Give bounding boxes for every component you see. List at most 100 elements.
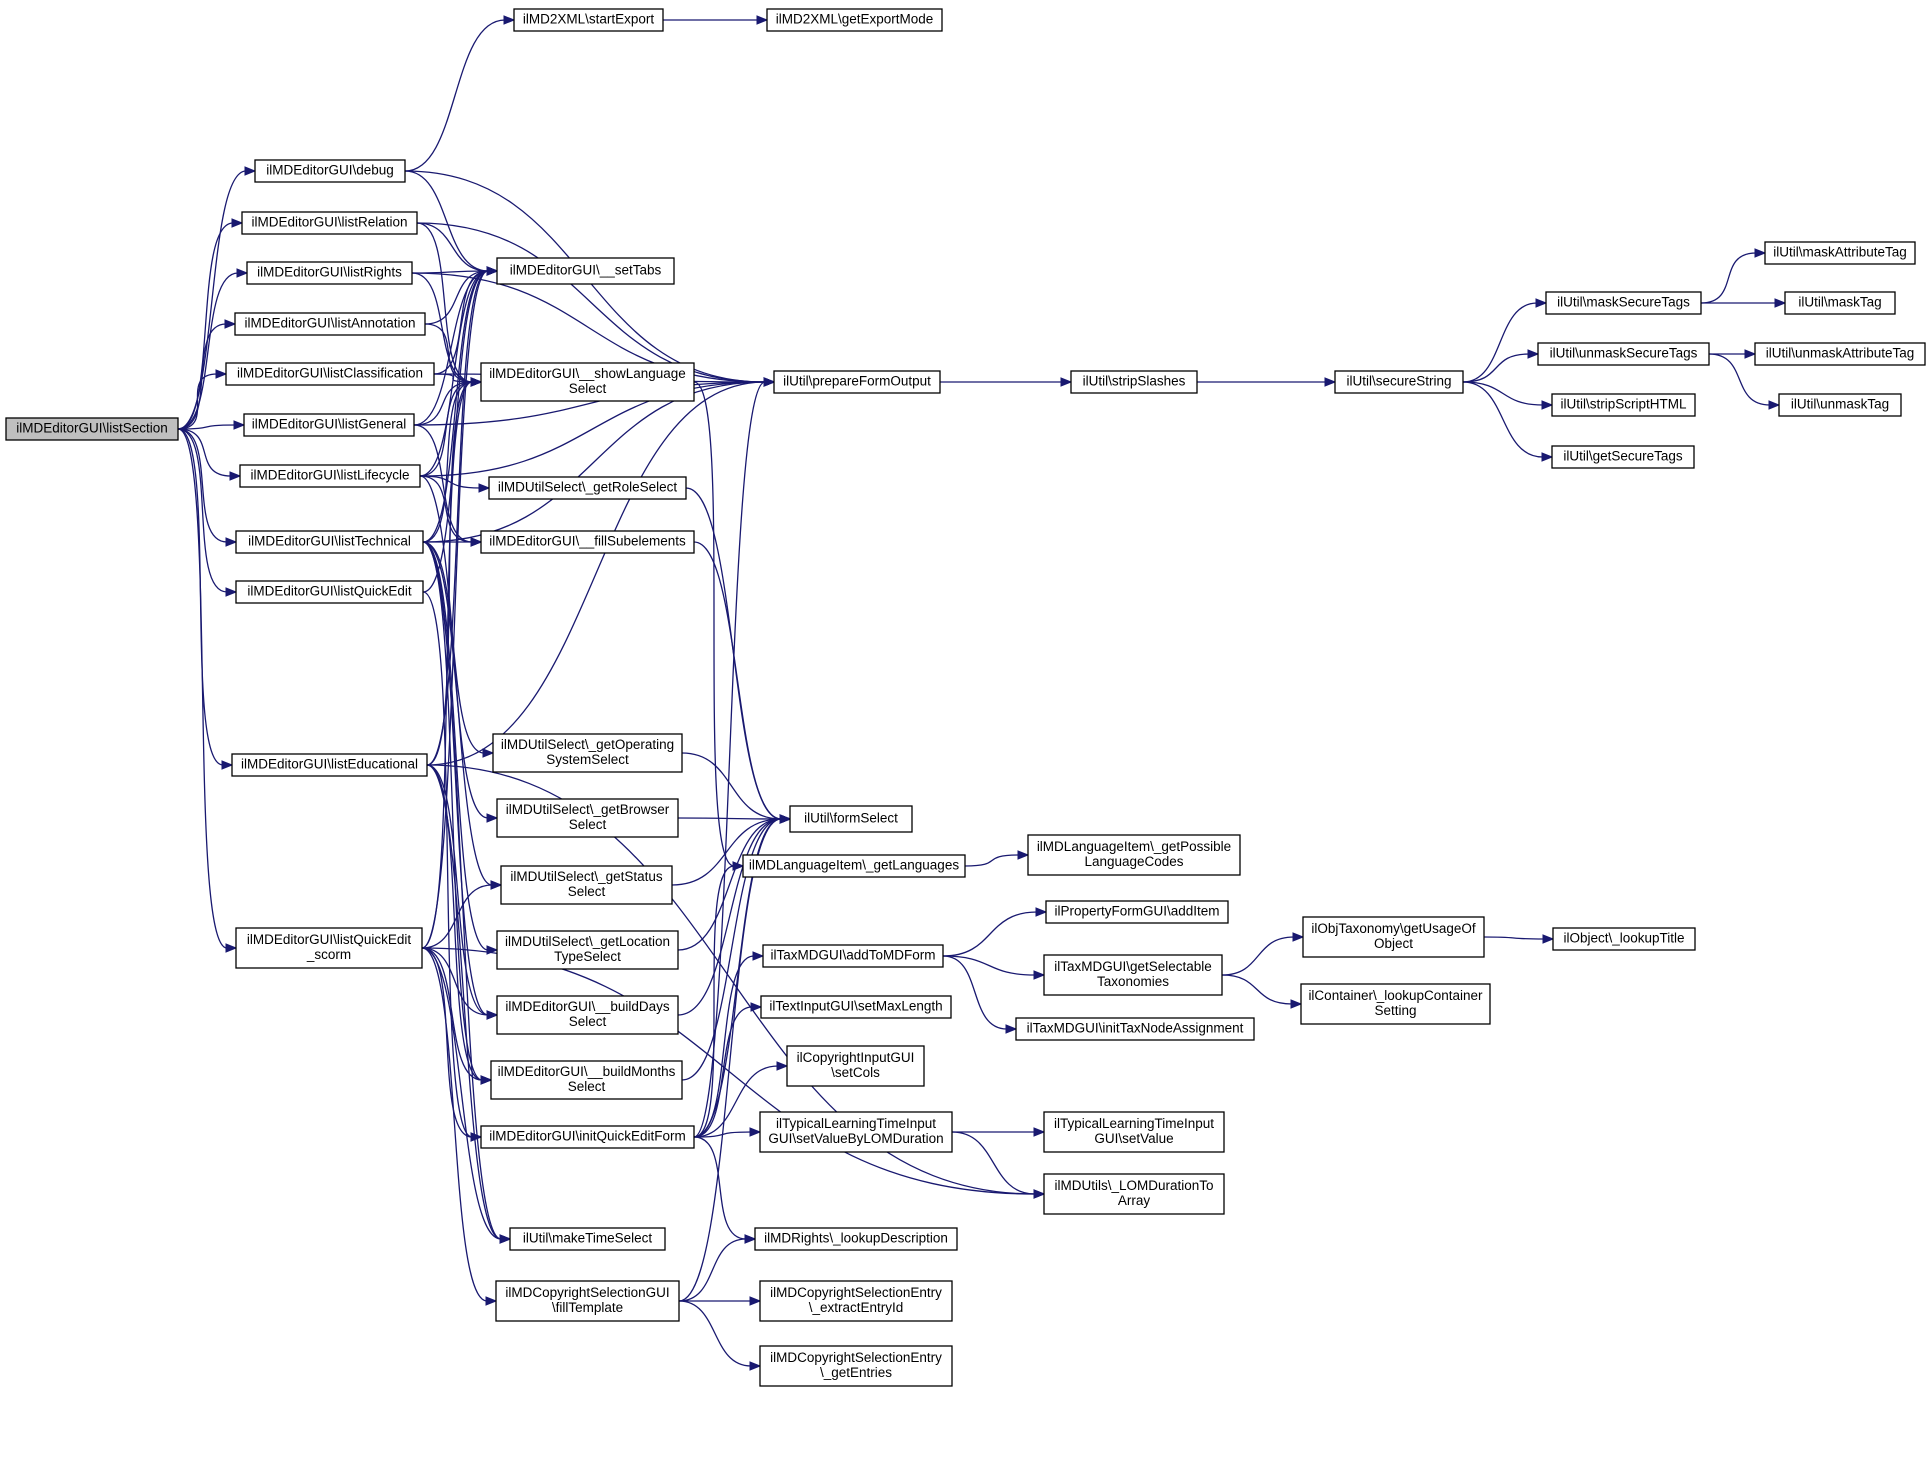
node-list-lifecycle[interactable]: ilMDEditorGUI\listLifecycle — [239, 464, 421, 488]
node-add-item[interactable]: ilPropertyFormGUI\addItem — [1045, 900, 1229, 924]
edge-list-section-to-list-educational — [177, 428, 234, 770]
node-list-relation[interactable]: ilMDEditorGUI\listRelation — [241, 211, 418, 235]
node-label: ilMDEditorGUI\listLifecycle — [250, 468, 409, 483]
node-get-secure-tags[interactable]: ilUtil\getSecureTags — [1551, 445, 1695, 469]
node-label: Select — [569, 817, 607, 832]
edge-line — [413, 381, 473, 426]
node-label: ilTaxMDGUI\getSelectable — [1054, 959, 1212, 974]
arrowhead — [478, 483, 491, 493]
node-set-cols[interactable]: ilCopyrightInputGUI\setCols — [786, 1045, 925, 1087]
node-get-export-mode[interactable]: ilMD2XML\getExportMode — [766, 8, 943, 32]
node-mask-secure-tags[interactable]: ilUtil\maskSecureTags — [1545, 291, 1702, 315]
node-lookup-title[interactable]: ilObject\_lookupTitle — [1552, 927, 1696, 951]
node-set-value-by-lomduration[interactable]: ilTypicalLearningTimeInputGUI\setValueBy… — [759, 1111, 953, 1153]
arrowhead — [499, 1234, 512, 1244]
edge-line — [421, 381, 473, 949]
node-label: ilMDEditorGUI\initQuickEditForm — [489, 1129, 686, 1144]
edge-list-technical-to-get-operating-system-select — [422, 541, 495, 758]
node-box — [480, 530, 695, 554]
node-list-general[interactable]: ilMDEditorGUI\listGeneral — [243, 413, 415, 437]
edge-line — [693, 865, 735, 1138]
node-label: ilMDUtilSelect\_getLocation — [505, 934, 670, 949]
node-strip-script-html[interactable]: ilUtil\stripScriptHTML — [1551, 393, 1696, 417]
node-unmask-tag[interactable]: ilUtil\unmaskTag — [1778, 393, 1902, 417]
node-list-rights[interactable]: ilMDEditorGUI\listRights — [246, 261, 413, 285]
edge-line — [1483, 936, 1545, 940]
node-mask-tag[interactable]: ilUtil\maskTag — [1784, 291, 1896, 315]
node-list-annotation[interactable]: ilMDEditorGUI\listAnnotation — [234, 312, 426, 336]
edge-strip-slashes-to-secure-string — [1197, 377, 1337, 387]
node-form-select[interactable]: ilUtil\formSelect — [789, 805, 913, 833]
node-box — [488, 476, 687, 500]
node-get-entries[interactable]: ilMDCopyrightSelectionEntry\_getEntries — [759, 1345, 953, 1387]
arrowhead — [1035, 907, 1048, 917]
node-list-technical[interactable]: ilMDEditorGUI\listTechnical — [235, 530, 424, 554]
node-debug[interactable]: ilMDEditorGUI\debug — [254, 159, 406, 183]
edge-fill-template-to-extract-entry-id — [679, 1296, 762, 1306]
node-set-tabs[interactable]: ilMDEditorGUI\__setTabs — [496, 257, 675, 285]
node-get-languages[interactable]: ilMDLanguageItem\_getLanguages — [742, 854, 966, 878]
node-init-tax-node-assignment[interactable]: ilTaxMDGUI\initTaxNodeAssignment — [1015, 1017, 1255, 1041]
edge-line — [424, 323, 473, 383]
node-box — [1015, 1017, 1255, 1041]
node-make-time-select[interactable]: ilUtil\makeTimeSelect — [509, 1227, 666, 1251]
arrowhead — [776, 1061, 789, 1071]
node-box — [235, 580, 424, 604]
arrowhead — [752, 951, 765, 961]
node-list-quick-edit[interactable]: ilMDEditorGUI\listQuickEdit — [235, 580, 424, 604]
node-list-section[interactable]: ilMDEditorGUI\listSection — [5, 417, 179, 441]
node-lookup-description[interactable]: ilMDRights\_lookupDescription — [754, 1227, 958, 1251]
node-label: \_getEntries — [820, 1365, 892, 1380]
node-add-to-mdform[interactable]: ilTaxMDGUI\addToMDForm — [762, 944, 944, 968]
node-prepare-form-output[interactable]: ilUtil\prepareFormOutput — [773, 370, 941, 394]
arrowhead — [1324, 377, 1337, 387]
node-list-quick-edit-scorm[interactable]: ilMDEditorGUI\listQuickEdit_scorm — [235, 927, 423, 969]
node-label: \fillTemplate — [552, 1300, 623, 1315]
node-box — [243, 413, 415, 437]
edge-get-languages-to-get-possible-language-codes — [964, 850, 1030, 867]
node-init-quick-edit-form[interactable]: ilMDEditorGUI\initQuickEditForm — [480, 1125, 695, 1149]
node-extract-entry-id[interactable]: ilMDCopyrightSelectionEntry\_extractEntr… — [759, 1280, 953, 1322]
node-fill-subelements[interactable]: ilMDEditorGUI\__fillSubelements — [480, 530, 695, 554]
node-secure-string[interactable]: ilUtil\secureString — [1334, 370, 1464, 394]
edge-init-quick-edit-form-to-set-cols — [693, 1061, 789, 1138]
edge-line — [177, 428, 228, 949]
node-set-max-length[interactable]: ilTextInputGUI\setMaxLength — [760, 995, 952, 1019]
node-get-role-select[interactable]: ilMDUtilSelect\_getRoleSelect — [488, 476, 687, 500]
arrowhead — [470, 1132, 483, 1142]
node-strip-slashes[interactable]: ilUtil\stripSlashes — [1070, 370, 1198, 394]
arrowhead — [749, 1296, 762, 1306]
node-label: Setting — [1374, 1003, 1416, 1018]
node-fill-template[interactable]: ilMDCopyrightSelectionGUI\fillTemplate — [495, 1280, 680, 1322]
node-get-possible-language-codes[interactable]: ilMDLanguageItem\_getPossibleLanguageCod… — [1027, 834, 1241, 876]
edge-add-to-mdform-to-add-item — [942, 907, 1048, 957]
node-start-export[interactable]: ilMD2XML\startExport — [513, 8, 664, 32]
node-list-educational[interactable]: ilMDEditorGUI\listEducational — [231, 753, 428, 777]
node-label: ilMDCopyrightSelectionEntry — [770, 1285, 942, 1300]
node-unmask-attribute-tag[interactable]: ilUtil\unmaskAttributeTag — [1754, 342, 1926, 366]
edge-line — [951, 1131, 1036, 1195]
node-list-classification[interactable]: ilMDEditorGUI\listClassification — [225, 362, 435, 386]
edge-line — [422, 270, 489, 543]
node-label: ilMDEditorGUI\listTechnical — [248, 534, 411, 549]
node-mask-attribute-tag[interactable]: ilUtil\maskAttributeTag — [1764, 241, 1916, 265]
node-label: ilMDEditorGUI\listEducational — [241, 757, 418, 772]
arrowhead — [503, 15, 516, 25]
node-box — [509, 1227, 666, 1251]
edge-line — [942, 911, 1038, 957]
edge-prepare-form-output-to-strip-slashes — [940, 377, 1073, 387]
node-label: ilMDEditorGUI\__fillSubelements — [489, 534, 686, 549]
node-unmask-secure-tags[interactable]: ilUtil\unmaskSecureTags — [1537, 342, 1710, 366]
